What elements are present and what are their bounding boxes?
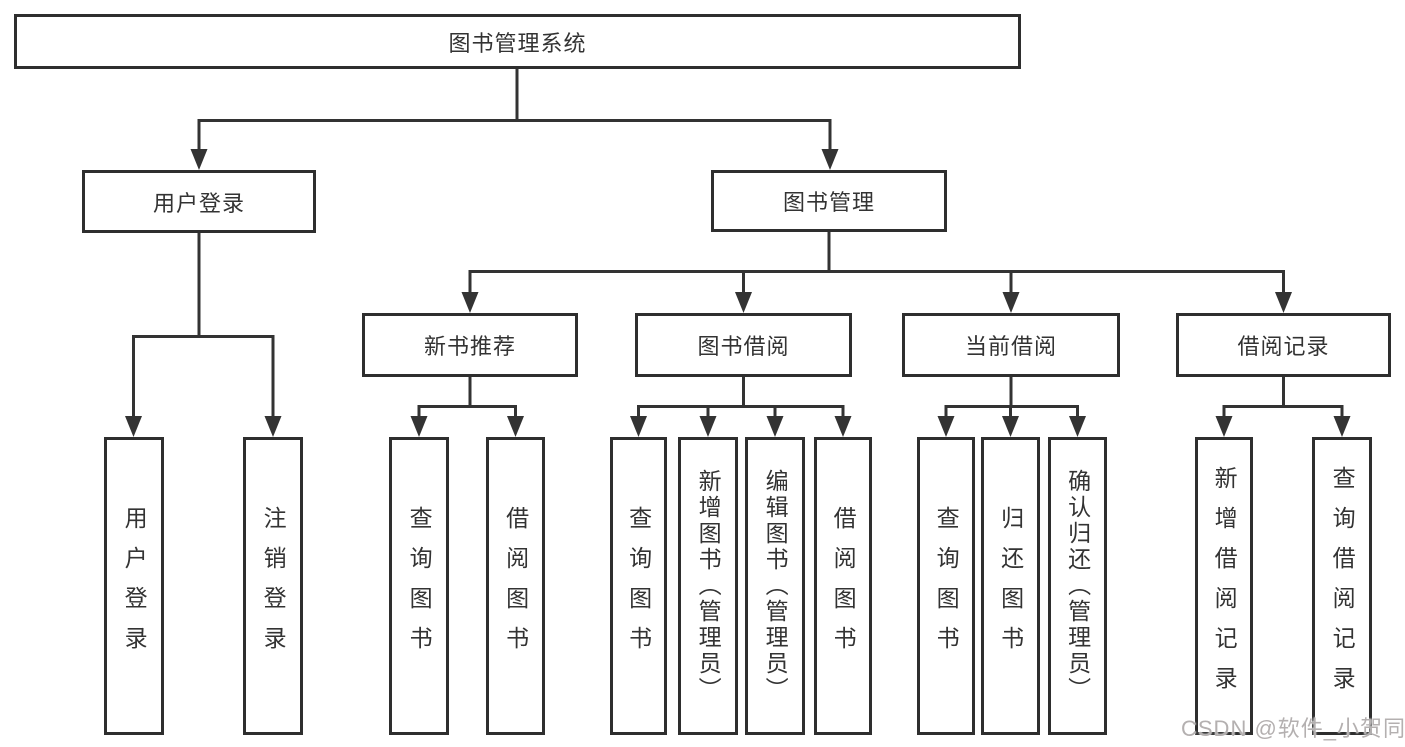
csdn-watermark: CSDN @软件_小贺同学: [1181, 716, 1405, 741]
leaf-borrow-books-borrow: 借阅图书: [814, 437, 872, 735]
leaf-borrow-books-borrow-label: 借阅图书: [830, 506, 857, 666]
leaf-confirm-return-admin-label: 确认归还（管理员）: [1064, 469, 1091, 703]
node-borrow-records: 借阅记录: [1176, 313, 1391, 377]
connector-book-management: [468, 232, 1285, 294]
connector-new-book-recommend: [417, 377, 517, 418]
arrowhead: [1275, 292, 1292, 313]
leaf-borrow-books-recommend: 借阅图书: [486, 437, 545, 735]
node-root: 图书管理系统: [14, 14, 1021, 69]
arrowhead: [630, 416, 647, 437]
node-current-borrow: 当前借阅: [902, 313, 1120, 377]
arrowhead: [461, 292, 479, 313]
leaf-edit-book-admin-label: 编辑图书（管理员）: [762, 469, 789, 703]
leaf-add-borrow-record: 新增借阅记录: [1195, 437, 1253, 735]
node-borrow-records-label: 借阅记录: [1237, 334, 1330, 359]
leaf-query-books-current-label: 查询图书: [933, 506, 960, 666]
connector-current-borrow: [944, 377, 1079, 418]
leaf-query-borrow-record: 查询借阅记录: [1312, 437, 1372, 735]
arrowhead: [821, 149, 839, 170]
arrowhead: [1333, 416, 1351, 437]
leaf-user-login: 用户登录: [104, 437, 164, 735]
leaf-edit-book-admin: 编辑图书（管理员）: [745, 437, 805, 735]
node-new-book-recommend-label: 新书推荐: [423, 334, 516, 359]
node-user-login: 用户登录: [82, 170, 316, 233]
node-root-label: 图书管理系统: [448, 30, 587, 56]
leaf-query-borrow-record-label: 查询借阅记录: [1329, 466, 1356, 706]
arrowhead: [937, 416, 955, 437]
leaf-return-book-label: 归还图书: [997, 506, 1024, 666]
leaf-query-books-borrow: 查询图书: [610, 437, 667, 735]
arrowhead: [507, 416, 524, 437]
arrowhead: [1069, 416, 1086, 437]
arrowhead: [125, 416, 142, 437]
leaf-query-books-current: 查询图书: [917, 437, 975, 735]
arrowhead: [410, 416, 428, 437]
node-book-borrow-label: 图书借阅: [697, 334, 790, 359]
connector-root: [197, 68, 832, 150]
leaf-add-book-admin-label: 新增图书（管理员）: [695, 469, 722, 703]
node-current-borrow-label: 当前借阅: [964, 334, 1057, 359]
leaf-query-books-recommend-label: 查询图书: [406, 506, 433, 666]
connector-borrow-records: [1222, 377, 1344, 418]
connector-book-borrow: [637, 377, 845, 418]
node-book-borrow: 图书借阅: [635, 313, 852, 377]
arrowhead: [1002, 292, 1020, 313]
leaf-query-books-recommend: 查询图书: [389, 437, 449, 735]
leaf-logout: 注销登录: [243, 437, 303, 735]
arrowhead: [190, 149, 208, 170]
arrowhead: [735, 292, 752, 313]
connector-user-login: [132, 233, 275, 418]
leaf-logout-label: 注销登录: [260, 506, 287, 666]
leaf-borrow-books-recommend-label: 借阅图书: [502, 506, 529, 666]
arrowhead: [699, 416, 717, 437]
node-book-management-label: 图书管理: [782, 190, 875, 215]
leaf-query-books-borrow-label: 查询图书: [625, 506, 652, 666]
leaf-add-borrow-record-label: 新增借阅记录: [1211, 466, 1238, 706]
arrowhead: [834, 416, 852, 437]
leaf-add-book-admin: 新增图书（管理员）: [678, 437, 738, 735]
leaf-return-book: 归还图书: [981, 437, 1040, 735]
node-new-book-recommend: 新书推荐: [362, 313, 578, 377]
node-user-login-label: 用户登录: [152, 190, 245, 216]
node-book-management: 图书管理: [711, 170, 947, 232]
arrowhead: [766, 416, 784, 437]
arrowhead: [264, 416, 282, 437]
leaf-confirm-return-admin: 确认归还（管理员）: [1048, 437, 1107, 735]
arrowhead: [1215, 416, 1233, 437]
leaf-user-login-label: 用户登录: [121, 506, 148, 666]
arrowhead: [1002, 416, 1019, 437]
